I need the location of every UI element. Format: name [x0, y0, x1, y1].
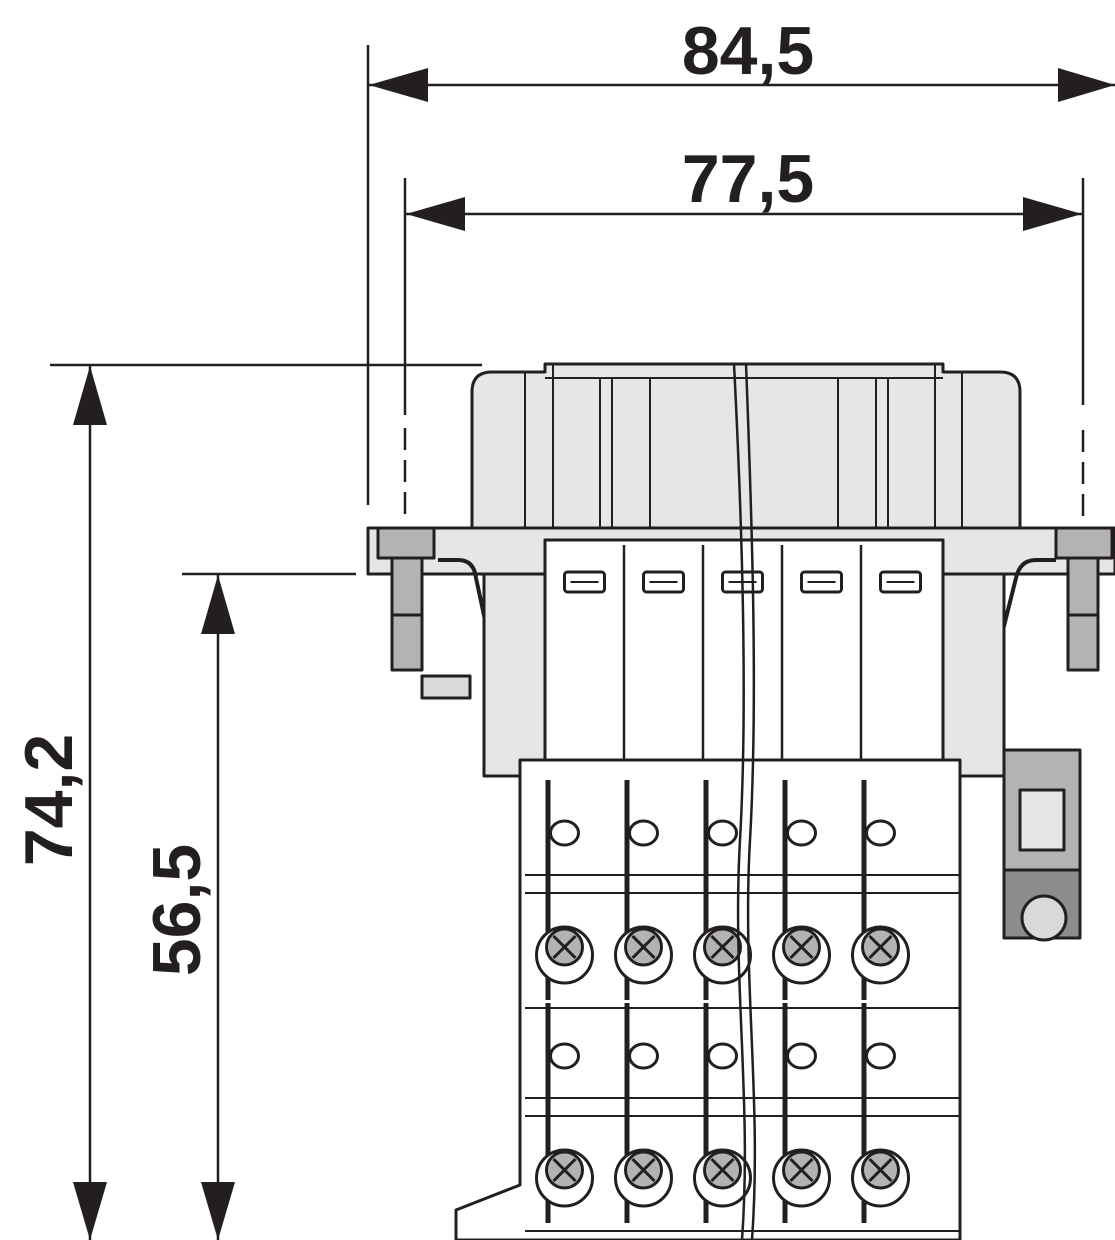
cable-wire-second — [744, 363, 757, 1240]
terminal-screw-slot — [552, 934, 577, 960]
terminal-pin-hole — [786, 1042, 817, 1070]
right-mounting-screw — [1054, 526, 1114, 672]
terminal-pin-hole — [707, 819, 738, 847]
terminal-pin-hole — [865, 819, 896, 847]
left-side-frame — [482, 572, 547, 778]
pe-clamp-screw — [1020, 894, 1068, 942]
terminal-pin-hole — [628, 1042, 659, 1070]
left-latch-lever — [438, 558, 502, 691]
arrow-inner-width-right — [1023, 197, 1082, 231]
arrow-overall-width-left — [369, 68, 428, 102]
terminal-pin-hole — [865, 1042, 896, 1070]
pe-clamp — [1002, 748, 1082, 942]
terminal-pin-hole — [549, 1042, 580, 1070]
terminal-screw-slot — [868, 934, 893, 960]
dimension-lines — [50, 45, 1115, 1240]
terminal-pin-hole — [549, 819, 580, 847]
arrow-lower-height-top — [201, 575, 235, 634]
terminal-screw-slot — [631, 1157, 656, 1183]
terminal-screw-slot — [631, 934, 656, 960]
terminal-pin-hole — [628, 819, 659, 847]
hood-cap-ribs — [524, 364, 963, 530]
dim-label-lower-height: 56,5 — [139, 844, 215, 976]
terminal-screw-slot — [789, 1157, 814, 1183]
arrow-overall-height-bottom — [73, 1182, 107, 1240]
terminal-screw-slot — [710, 1157, 735, 1183]
terminal-screw-slot — [868, 1157, 893, 1183]
right-side-frame — [938, 572, 1006, 778]
terminal-screw-slot — [552, 1157, 577, 1183]
left-latch-bracket — [420, 674, 472, 700]
terminal-pin-hole — [707, 1042, 738, 1070]
hood-cap — [470, 362, 1022, 532]
dim-label-inner-width: 77,5 — [682, 141, 814, 217]
dim-label-overall-width: 84,5 — [682, 13, 814, 89]
terminal-screw-slot — [710, 934, 735, 960]
dimension-arrows — [73, 68, 1115, 1240]
arrow-inner-width-left — [406, 197, 465, 231]
arrow-overall-width-right — [1058, 68, 1115, 102]
dim-label-overall-height: 74,2 — [11, 734, 87, 866]
insert-columns — [525, 545, 960, 1232]
connector-housing — [366, 362, 1115, 1240]
terminal-screw-slot — [789, 934, 814, 960]
right-latch-lever — [986, 558, 1056, 691]
arrow-overall-height-top — [73, 366, 107, 425]
terminal-pin-hole — [786, 819, 817, 847]
left-mounting-screw — [376, 526, 436, 672]
arrow-lower-height-bottom — [201, 1182, 235, 1240]
cable-wire — [732, 363, 747, 1240]
